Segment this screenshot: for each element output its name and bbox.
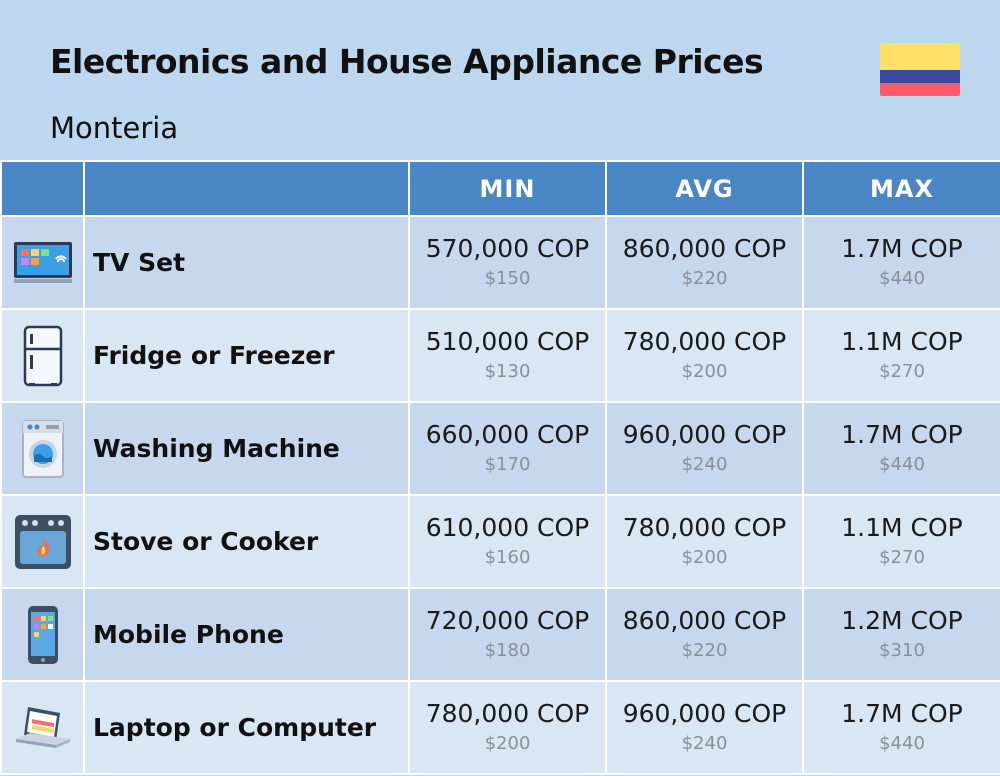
price-min-usd: $150 (484, 267, 531, 289)
price-avg-usd: $200 (681, 546, 728, 568)
price-avg-cell: 780,000 COP $200 (605, 494, 804, 589)
price-min-local: 510,000 COP (425, 326, 590, 356)
price-avg-cell: 860,000 COP $220 (605, 215, 804, 310)
price-max-usd: $270 (879, 546, 925, 568)
price-avg-local: 780,000 COP (622, 326, 787, 356)
price-avg-usd: $240 (681, 453, 728, 475)
colombia-flag-icon (880, 43, 960, 96)
price-max-usd: $310 (879, 639, 925, 661)
price-max-local: 1.7M COP (841, 419, 963, 449)
price-max-usd: $440 (879, 453, 925, 475)
item-name: Stove or Cooker (83, 494, 410, 589)
price-avg-usd: $240 (681, 732, 728, 754)
price-min-usd: $130 (484, 360, 531, 382)
price-min-local: 660,000 COP (425, 419, 590, 449)
price-avg-local: 780,000 COP (622, 512, 787, 542)
price-max-local: 1.7M COP (841, 233, 963, 263)
table-row: Laptop or Computer 780,000 COP $200 960,000… (0, 680, 1000, 775)
price-avg-local: 960,000 COP (622, 698, 787, 728)
price-min-cell: 660,000 COP $170 (408, 401, 607, 496)
price-min-local: 570,000 COP (425, 233, 590, 263)
price-min-cell: 720,000 COP $180 (408, 587, 607, 682)
flag-stripe-red (880, 83, 960, 96)
price-avg-cell: 860,000 COP $220 (605, 587, 804, 682)
price-min-cell: 510,000 COP $130 (408, 308, 607, 403)
flag-stripe-blue (880, 70, 960, 83)
table-row: TV Set 570,000 COP $150 860,000 COP $220 1.7M… (0, 215, 1000, 310)
page-subtitle: Monteria (50, 111, 179, 145)
price-max-usd: $440 (879, 732, 925, 754)
price-min-cell: 780,000 COP $200 (408, 680, 607, 775)
page-title: Electronics and House Appliance Prices (50, 42, 764, 81)
price-min-cell: 570,000 COP $150 (408, 215, 607, 310)
price-avg-local: 860,000 COP (622, 233, 787, 263)
price-min-usd: $180 (484, 639, 531, 661)
stove-icon (0, 494, 85, 589)
price-max-cell: 1.2M COP $310 (802, 587, 1000, 682)
header-avg: AVG (605, 160, 804, 217)
table-row: Fridge or Freezer 510,000 COP $130 780,000 … (0, 308, 1000, 403)
price-avg-usd: $200 (681, 360, 728, 382)
price-max-cell: 1.7M COP $440 (802, 401, 1000, 496)
laptop-icon (0, 680, 85, 775)
header-max: MAX (802, 160, 1000, 217)
flag-stripe-yellow (880, 43, 960, 70)
fridge-icon (0, 308, 85, 403)
price-min-cell: 610,000 COP $160 (408, 494, 607, 589)
header-min: MIN (408, 160, 607, 217)
item-name: Mobile Phone (83, 587, 410, 682)
price-avg-usd: $220 (681, 267, 728, 289)
price-min-local: 610,000 COP (425, 512, 590, 542)
price-avg-cell: 780,000 COP $200 (605, 308, 804, 403)
item-name: TV Set (83, 215, 410, 310)
header-icon-col (0, 160, 85, 217)
price-min-usd: $170 (484, 453, 531, 475)
header-name-col (83, 160, 410, 217)
price-avg-cell: 960,000 COP $240 (605, 401, 804, 496)
price-min-usd: $160 (484, 546, 531, 568)
price-max-local: 1.7M COP (841, 698, 963, 728)
item-name: Fridge or Freezer (83, 308, 410, 403)
item-name: Washing Machine (83, 401, 410, 496)
price-table: MIN AVG MAX TV Set 570,000 COP $150 860,000… (0, 160, 1000, 775)
table-row: Mobile Phone 720,000 COP $180 860,000 COP $2… (0, 587, 1000, 682)
price-avg-usd: $220 (681, 639, 728, 661)
price-max-local: 1.1M COP (841, 512, 963, 542)
table-header-row: MIN AVG MAX (0, 160, 1000, 217)
table-row: Stove or Cooker 610,000 COP $160 780,000 CO… (0, 494, 1000, 589)
washing-machine-icon (0, 401, 85, 496)
price-max-usd: $270 (879, 360, 925, 382)
price-max-cell: 1.1M COP $270 (802, 308, 1000, 403)
price-max-cell: 1.1M COP $270 (802, 494, 1000, 589)
price-max-usd: $440 (879, 267, 925, 289)
price-avg-local: 860,000 COP (622, 605, 787, 635)
price-avg-local: 960,000 COP (622, 419, 787, 449)
price-max-cell: 1.7M COP $440 (802, 680, 1000, 775)
mobile-phone-icon (0, 587, 85, 682)
table-row: Washing Machine 660,000 COP $170 960,000 CO… (0, 401, 1000, 496)
price-avg-cell: 960,000 COP $240 (605, 680, 804, 775)
item-name: Laptop or Computer (83, 680, 410, 775)
tv-icon (0, 215, 85, 310)
price-min-local: 720,000 COP (425, 605, 590, 635)
price-min-local: 780,000 COP (425, 698, 590, 728)
price-min-usd: $200 (484, 732, 531, 754)
price-max-cell: 1.7M COP $440 (802, 215, 1000, 310)
price-max-local: 1.1M COP (841, 326, 963, 356)
price-max-local: 1.2M COP (841, 605, 963, 635)
